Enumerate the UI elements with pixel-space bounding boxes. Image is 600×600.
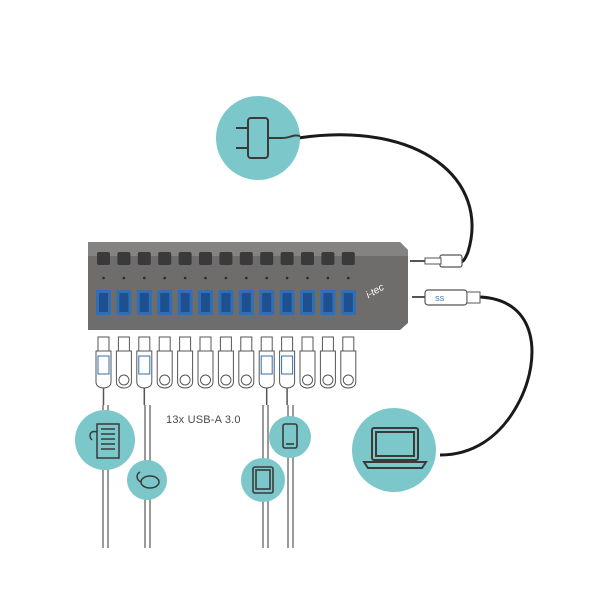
- power-switch[interactable]: [219, 252, 233, 265]
- power-switch[interactable]: [137, 252, 151, 265]
- status-led: [183, 276, 187, 280]
- svg-text:SS: SS: [435, 296, 445, 303]
- usb-a-port[interactable]: [340, 290, 356, 315]
- status-led: [285, 276, 289, 280]
- usb-a-plug: [279, 336, 296, 405]
- status-led: [224, 276, 228, 280]
- status-led: [204, 276, 207, 280]
- usb-b-connector: SS: [412, 289, 481, 306]
- usb-flash-drive: [177, 336, 194, 389]
- usb-a-port[interactable]: [116, 290, 132, 315]
- laptop-icon: [362, 427, 428, 469]
- status-led: [326, 276, 330, 280]
- usb-flash-drive: [340, 336, 357, 389]
- usb-flash-drive: [197, 336, 214, 389]
- usb-a-plug: [258, 336, 275, 405]
- power-switch[interactable]: [97, 252, 110, 265]
- power-cable: [297, 133, 474, 264]
- usb-flash-drive: [217, 336, 234, 389]
- status-led: [163, 276, 166, 280]
- usb-a-plug: [95, 336, 112, 405]
- status-led: [245, 276, 248, 280]
- power-switch[interactable]: [301, 252, 314, 265]
- power-switch[interactable]: [199, 252, 212, 265]
- usb-a-port[interactable]: [177, 290, 193, 315]
- power-switch[interactable]: [239, 252, 253, 265]
- usb-a-port[interactable]: [157, 290, 173, 315]
- usb-flash-drive: [115, 336, 132, 389]
- power-plug-circle: [216, 96, 301, 180]
- usb-a-plug: [136, 336, 153, 405]
- tablet-circle: [241, 458, 285, 502]
- usb-flash-drive: [156, 336, 173, 389]
- status-led: [306, 276, 309, 280]
- power-switch[interactable]: [158, 252, 172, 265]
- usb-flash-drive: [238, 336, 255, 389]
- usb-flash-drive: [319, 336, 336, 389]
- power-plug-icon: [236, 117, 301, 159]
- tablet-icon: [252, 466, 274, 494]
- laptop-circle: [352, 408, 436, 492]
- power-switch[interactable]: [178, 252, 192, 265]
- mouse-icon: [136, 471, 160, 489]
- usb-a-port[interactable]: [136, 290, 152, 315]
- smartphone-circle: [269, 416, 311, 458]
- smartphone-icon: [282, 423, 298, 449]
- usb-hub: i-tec: [88, 242, 408, 330]
- status-led: [143, 276, 146, 280]
- usb-a-port[interactable]: [300, 290, 315, 315]
- usb-a-port[interactable]: [96, 290, 111, 315]
- power-switch[interactable]: [321, 252, 335, 265]
- status-led: [122, 276, 126, 280]
- mouse-circle: [127, 460, 167, 500]
- usb-a-port[interactable]: [279, 290, 295, 315]
- power-switch[interactable]: [341, 252, 355, 265]
- keyboard-icon: [89, 423, 120, 459]
- usb-a-port[interactable]: [238, 290, 254, 315]
- usb-a-port[interactable]: [259, 290, 275, 315]
- usb-flash-drive: [299, 336, 316, 389]
- power-switch[interactable]: [117, 252, 131, 265]
- usb-a-port[interactable]: [320, 290, 336, 315]
- status-led: [347, 276, 350, 280]
- power-switch[interactable]: [280, 252, 294, 265]
- port-count-caption: 13x USB-A 3.0: [166, 414, 241, 426]
- dc-connector: [410, 254, 463, 268]
- usb-a-port[interactable]: [218, 290, 234, 315]
- power-switch[interactable]: [260, 252, 274, 265]
- usb-a-port[interactable]: [198, 290, 213, 315]
- status-led: [265, 276, 269, 280]
- usb-b-cable: [439, 295, 534, 457]
- keyboard-circle: [75, 410, 135, 470]
- status-led: [102, 276, 105, 280]
